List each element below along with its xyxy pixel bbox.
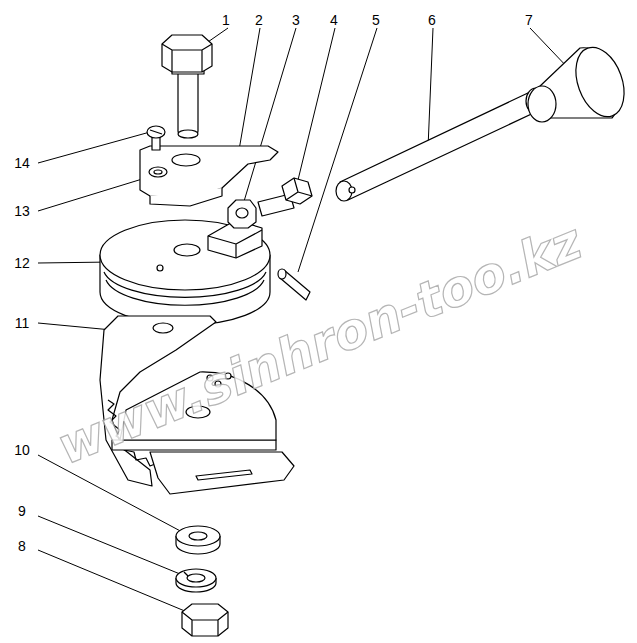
handle	[336, 41, 633, 201]
lock-plate	[140, 126, 278, 206]
callout-number: 6	[428, 13, 436, 27]
callout-number: 4	[330, 13, 338, 27]
washer	[176, 526, 220, 554]
pin	[278, 269, 310, 300]
callout-number: 1	[222, 13, 230, 27]
callout-number: 11	[15, 316, 30, 330]
callout-number: 5	[372, 13, 380, 27]
callout-number: 12	[14, 256, 30, 270]
bolt	[162, 35, 212, 138]
cam-disc	[100, 220, 270, 325]
callout-number: 8	[18, 539, 26, 553]
callout-number: 9	[18, 504, 26, 518]
callout-number: 2	[255, 13, 263, 27]
callout-number: 10	[14, 443, 30, 457]
callout-number: 14	[14, 156, 30, 170]
leader-lines	[38, 28, 570, 614]
bolt	[258, 178, 312, 216]
callout-number: 7	[525, 13, 533, 27]
nut	[182, 604, 228, 636]
spring-washer	[176, 569, 216, 592]
callout-number: 13	[14, 204, 30, 218]
callout-number: 3	[292, 13, 300, 27]
nut	[228, 200, 256, 228]
